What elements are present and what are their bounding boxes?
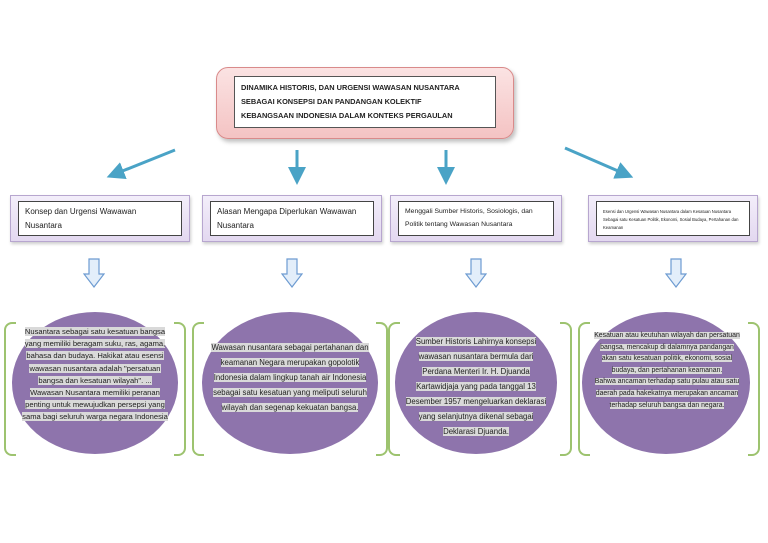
topic-box-1: Konsep dan Urgensi Wawawan Nusantara xyxy=(10,195,190,242)
down-arrow-icon xyxy=(465,258,487,288)
arrow-to-box-1 xyxy=(106,148,176,180)
topic-label-4: Esensi dan Urgensi Wawasan Nusantara dal… xyxy=(596,201,750,236)
bracket-right-4 xyxy=(748,322,760,456)
topic-box-3: Menggali Sumber Historis, Sosiologis, da… xyxy=(390,195,562,242)
content-text-2: Wawasan nusantara sebagai pertahanan dan… xyxy=(211,343,369,412)
title-line-1: DINAMIKA HISTORIS, DAN URGENSI WAWASAN N… xyxy=(241,83,460,92)
bracket-left-4 xyxy=(578,322,590,456)
bracket-right-3 xyxy=(560,322,572,456)
down-arrow-icon xyxy=(83,258,105,288)
topic-label-2: Alasan Mengapa Diperlukan Wawawan Nusant… xyxy=(210,201,374,236)
bracket-right-2 xyxy=(376,322,388,456)
main-title-box: DINAMIKA HISTORIS, DAN URGENSI WAWASAN N… xyxy=(216,67,514,139)
down-arrow-icon xyxy=(281,258,303,288)
content-ellipse-2 xyxy=(202,312,378,454)
topic-label-1: Konsep dan Urgensi Wawawan Nusantara xyxy=(18,201,182,236)
main-title: DINAMIKA HISTORIS, DAN URGENSI WAWASAN N… xyxy=(234,76,496,128)
content-text-4: Kesatuan atau keutuhan wilayah dan persa… xyxy=(592,330,742,411)
bracket-right-1 xyxy=(174,322,186,456)
topic-label-3: Menggali Sumber Historis, Sosiologis, da… xyxy=(398,201,554,236)
topic-box-2: Alasan Mengapa Diperlukan Wawawan Nusant… xyxy=(202,195,382,242)
content-text-1: Nusantara sebagai satu kesatuan bangsa y… xyxy=(22,327,168,422)
arrow-to-box-4 xyxy=(564,146,634,179)
topic-box-4: Esensi dan Urgensi Wawasan Nusantara dal… xyxy=(588,195,758,242)
bracket-left-3 xyxy=(388,322,400,456)
title-line-3: KEBANGSAAN INDONESIA DALAM KONTEKS PERGA… xyxy=(241,111,453,120)
down-arrow-icon xyxy=(665,258,687,288)
bracket-left-1 xyxy=(4,322,16,456)
content-text-3: Sumber Historis Lahirnya konsepsi wawasa… xyxy=(405,337,547,436)
content-text-4b: Bahwa ancaman terhadap satu pulau atau s… xyxy=(594,378,740,409)
bracket-left-2 xyxy=(192,322,204,456)
content-text-4a: Kesatuan atau keutuhan wilayah dan persa… xyxy=(594,332,740,374)
title-line-2: SEBAGAI KONSEPSI DAN PANDANGAN KOLEKTIF xyxy=(241,97,422,106)
